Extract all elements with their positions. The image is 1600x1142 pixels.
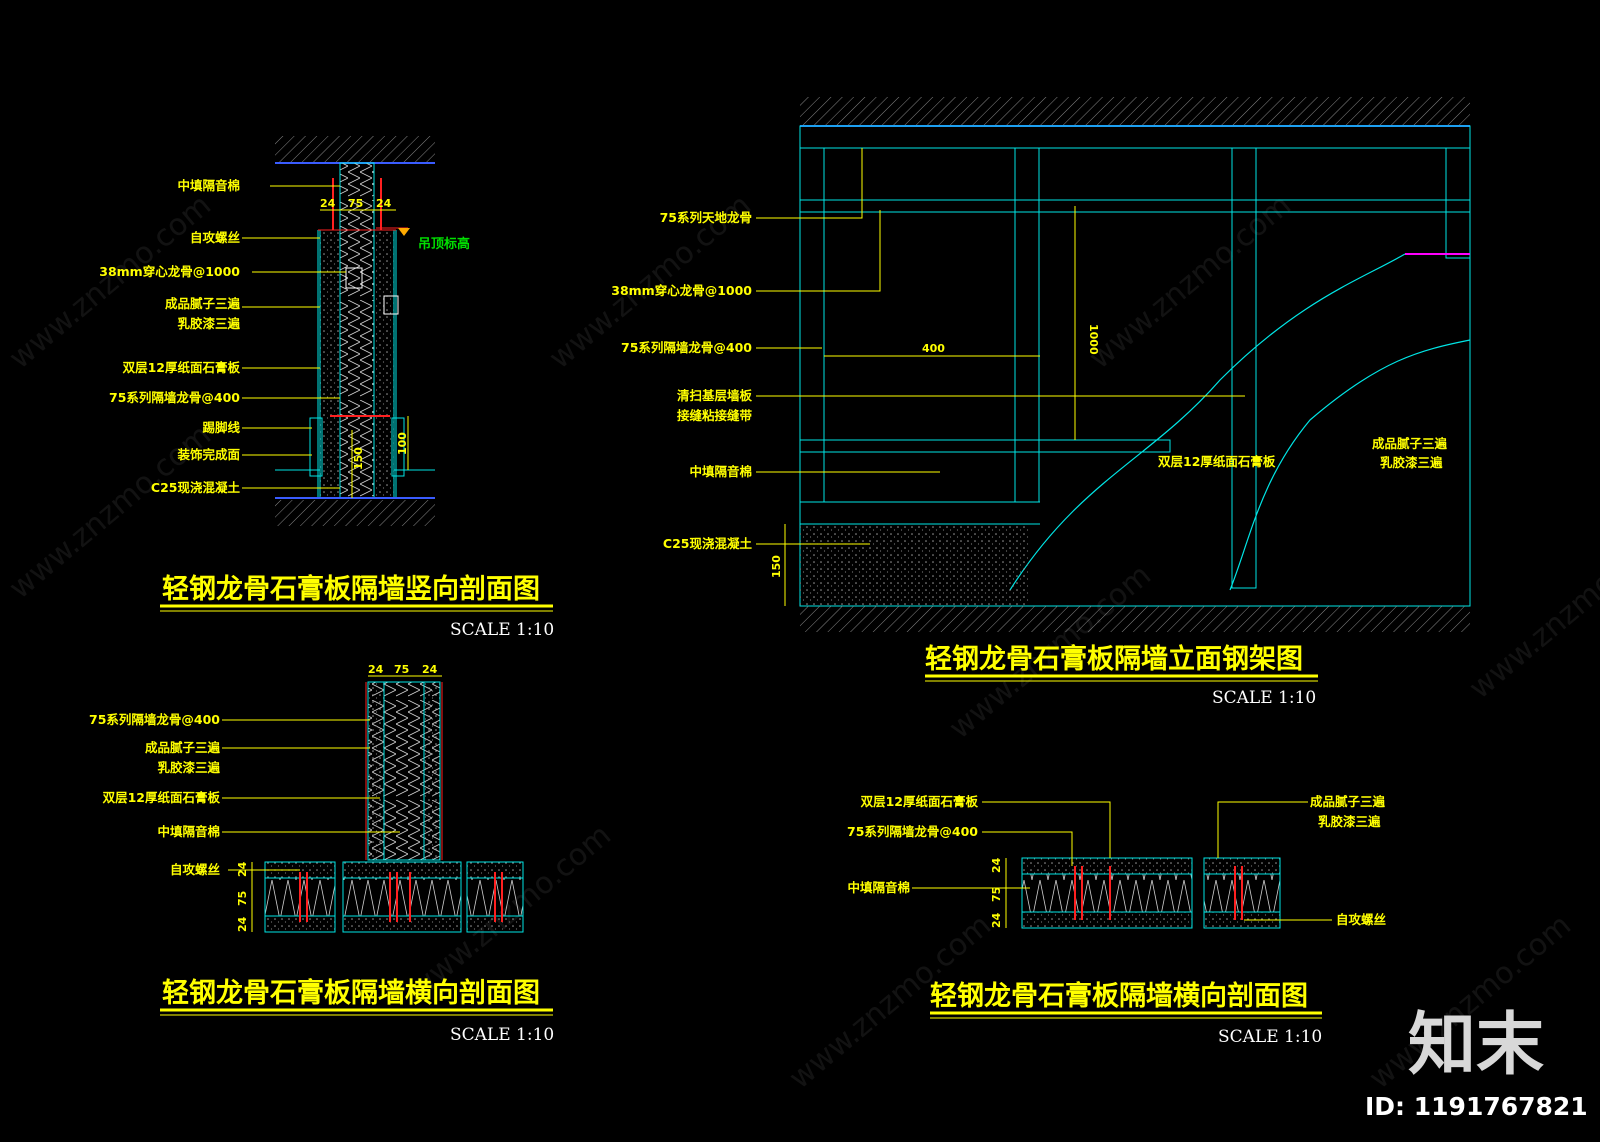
label-gypsum-board: 双层12厚纸面石膏板 <box>860 794 979 809</box>
dim-label: 150 <box>770 555 783 578</box>
label-through-keel: 38mm穿心龙骨@1000 <box>99 264 240 279</box>
label-latex-paint: 乳胶漆三遍 <box>157 760 220 775</box>
label-stud: 75系列隔墙龙骨@400 <box>109 390 240 405</box>
label-finish-surface: 装饰完成面 <box>176 447 240 462</box>
label-latex-paint: 乳胶漆三遍 <box>177 316 240 331</box>
watermark-text: www.znzmo.com <box>1463 518 1600 707</box>
brand-logo: 知末 <box>1408 1006 1544 1085</box>
dim-label: 75 <box>990 887 1003 902</box>
floor-slab <box>275 500 435 526</box>
label-latex-paint: 乳胶漆三遍 <box>1380 455 1443 470</box>
top-slab <box>800 97 1470 125</box>
label-concrete: C25现浇混凝土 <box>151 480 241 495</box>
label-joint-tape: 接缝粘接缝带 <box>677 408 753 423</box>
elevation-steel-frame-drawing: 400 1000 150 75系列天地龙骨 38mm穿心龙骨@1000 75系列… <box>611 97 1471 708</box>
ceiling-slab <box>275 136 435 163</box>
label-skirting: 踢脚线 <box>202 420 240 435</box>
label-sound-insulation: 中填隔音棉 <box>157 824 220 839</box>
label-through-keel: 38mm穿心龙骨@1000 <box>611 283 752 298</box>
dim-label: 24 <box>422 663 438 676</box>
label-stud: 75系列隔墙龙骨@400 <box>847 824 978 839</box>
label-gypsum-board: 双层12厚纸面石膏板 <box>122 360 241 375</box>
dim-label: 24 <box>376 197 392 210</box>
horizontal-section-right-drawing: 24 75 24 双层12厚纸面石膏板 75系列隔墙龙骨@400 中填隔音棉 成… <box>847 794 1387 1047</box>
watermark-text: www.znzmo.com <box>3 188 218 377</box>
label-putty: 成品腻子三遍 <box>1310 794 1386 809</box>
dim-label: 24 <box>320 197 336 210</box>
label-stud: 75系列隔墙龙骨@400 <box>621 340 752 355</box>
dim-label: 1000 <box>1087 324 1100 355</box>
dim-label: 24 <box>236 861 249 877</box>
label-putty: 成品腻子三遍 <box>1372 436 1448 451</box>
dim-label: 24 <box>368 663 384 676</box>
dim-label: 150 <box>352 447 365 470</box>
drawing-scale: SCALE 1:10 <box>1218 1027 1322 1047</box>
drawing-title: 轻钢龙骨石膏板隔墙竖向剖面图 <box>162 573 540 605</box>
label-screw: 自攻螺丝 <box>170 862 221 877</box>
drawing-scale: SCALE 1:10 <box>450 620 554 640</box>
label-stud: 75系列隔墙龙骨@400 <box>89 712 220 727</box>
dim-label: 24 <box>990 912 1003 928</box>
drawing-title: 轻钢龙骨石膏板隔墙立面钢架图 <box>925 643 1303 675</box>
watermark-layer: www.znzmo.com www.znzmo.com www.znzmo.co… <box>3 188 1600 1097</box>
vertical-section-drawing: 24 75 24 100 150 吊顶标高 中填隔音棉 自攻螺丝 38mm穿心龙… <box>99 136 554 640</box>
label-concrete: C25现浇混凝土 <box>663 536 753 551</box>
label-sound-insulation: 中填隔音棉 <box>847 880 910 895</box>
dim-label: 75 <box>394 663 409 676</box>
label-gypsum-board: 双层12厚纸面石膏板 <box>102 790 221 805</box>
ceiling-level-note: 吊顶标高 <box>418 236 470 252</box>
label-track: 75系列天地龙骨 <box>660 210 752 225</box>
dim-label: 400 <box>922 342 945 355</box>
dim-label: 75 <box>348 197 363 210</box>
drawing-title: 轻钢龙骨石膏板隔墙横向剖面图 <box>162 977 540 1009</box>
label-gypsum-board: 双层12厚纸面石膏板 <box>1157 454 1276 469</box>
image-id: ID: 1191767821 <box>1365 1092 1588 1121</box>
dim-label: 100 <box>396 432 409 455</box>
horizontal-section-left-drawing: 24 75 24 24 75 24 <box>89 663 554 1045</box>
label-screw: 自攻螺丝 <box>1336 912 1387 927</box>
dim-label: 24 <box>236 916 249 932</box>
drawing-scale: SCALE 1:10 <box>1212 688 1316 708</box>
label-latex-paint: 乳胶漆三遍 <box>1318 814 1381 829</box>
floor-slab <box>800 525 1030 605</box>
watermark-text: www.znzmo.com <box>1083 188 1298 377</box>
label-sound-insulation: 中填隔音棉 <box>177 178 240 193</box>
label-base-board: 清扫基层墙板 <box>677 388 753 403</box>
drawing-scale: SCALE 1:10 <box>450 1025 554 1045</box>
dim-label: 75 <box>236 891 249 906</box>
label-screw: 自攻螺丝 <box>190 230 241 245</box>
dim-label: 24 <box>990 857 1003 873</box>
label-sound-insulation: 中填隔音棉 <box>689 464 752 479</box>
label-putty: 成品腻子三遍 <box>165 296 241 311</box>
drawing-title: 轻钢龙骨石膏板隔墙横向剖面图 <box>930 980 1308 1012</box>
label-putty: 成品腻子三遍 <box>145 740 221 755</box>
